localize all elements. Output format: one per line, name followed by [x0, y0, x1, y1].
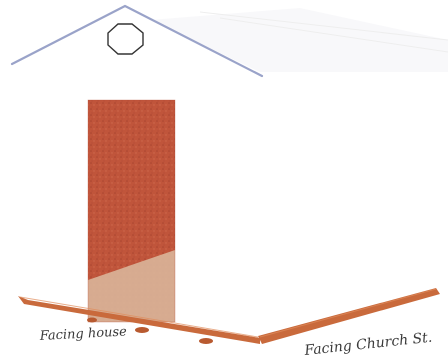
roof-shading [150, 8, 448, 72]
label-facing-church-st: Facing Church St. [303, 330, 433, 359]
door [88, 100, 175, 322]
octagon-vent-icon [108, 24, 143, 54]
label-facing-house: Facing house [38, 324, 127, 344]
